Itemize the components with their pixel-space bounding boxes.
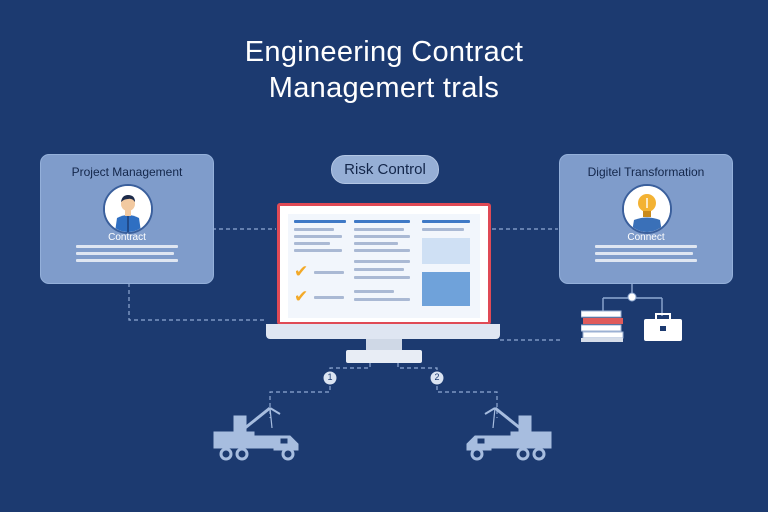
lightbulb-icon bbox=[622, 184, 672, 234]
risk-control-badge[interactable]: Risk Control bbox=[331, 155, 439, 184]
node-right-label: 2 bbox=[434, 372, 440, 382]
monitor-base bbox=[346, 350, 422, 363]
card-subheading: Contract bbox=[108, 232, 146, 243]
card-placeholder-text bbox=[595, 245, 697, 266]
crane-truck-icon bbox=[213, 406, 299, 461]
page-title-line-1: Engineering Contract bbox=[244, 36, 524, 68]
document-stack-icon bbox=[581, 310, 624, 342]
check-icon: ✔ bbox=[294, 287, 309, 306]
card-placeholder-text bbox=[76, 245, 178, 266]
card-heading: Project Management bbox=[71, 165, 183, 179]
project-management-card[interactable]: Project Management Contract bbox=[40, 154, 214, 284]
page-title-line-2: Managemert trals bbox=[268, 72, 500, 104]
node-left-label: 1 bbox=[327, 372, 333, 382]
person-icon bbox=[103, 184, 153, 234]
monitor-bezel bbox=[266, 324, 500, 339]
check-icon: ✔ bbox=[294, 262, 309, 281]
card-heading: Digitel Transformation bbox=[587, 165, 705, 179]
crane-truck-icon bbox=[466, 406, 552, 461]
monitor-icon: ✔ ✔ bbox=[277, 203, 491, 325]
monitor-stand bbox=[366, 339, 402, 351]
briefcase-icon bbox=[644, 313, 682, 341]
monitor-screen: ✔ ✔ bbox=[288, 214, 480, 318]
digital-transformation-card[interactable]: Digitel Transformation Connect bbox=[559, 154, 733, 284]
card-subheading: Connect bbox=[627, 232, 665, 243]
